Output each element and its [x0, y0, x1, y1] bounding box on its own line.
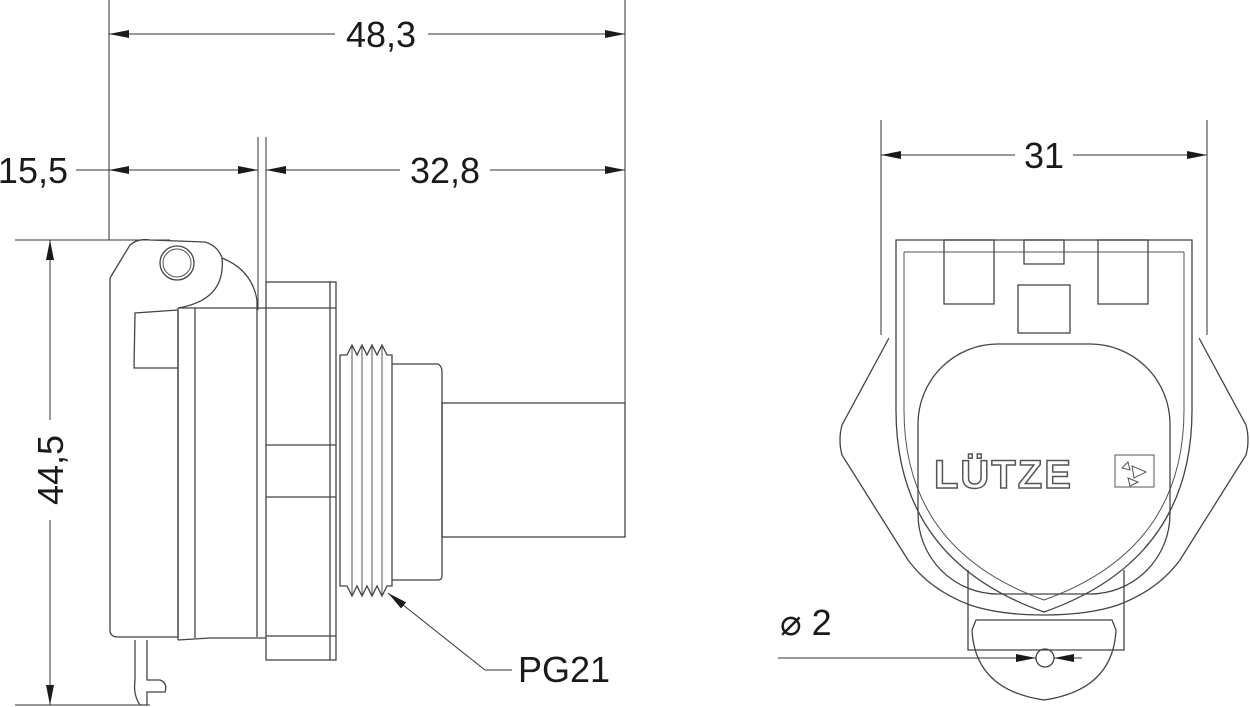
dimension-label-44-5: 44,5 [30, 435, 71, 505]
dimension-width: 31 [881, 135, 1207, 176]
dimension-overall-length: 48,3 [109, 14, 625, 55]
mounting-hole [1035, 648, 1055, 668]
logo-text: LÜTZE [934, 452, 1073, 497]
connector-front-body: LÜTZE [839, 239, 1249, 701]
dimension-front-depth: 15,5 [0, 150, 258, 191]
thread-callout: PG21 [387, 592, 610, 690]
logo-mark-icon [1114, 454, 1155, 488]
dimension-rear-depth: 32,8 [266, 150, 625, 191]
dimension-label-diameter-2: ⌀ 2 [780, 602, 832, 643]
brand-logo: LÜTZE [933, 451, 1155, 498]
dimension-height: 44,5 [15, 239, 170, 706]
thread-pg21 [339, 343, 393, 598]
thread-label: PG21 [518, 649, 610, 690]
dimension-label-31: 31 [1024, 135, 1064, 176]
front-view: 31 LÜTZE [778, 120, 1249, 701]
dimension-label-32-8: 32,8 [410, 150, 480, 191]
connector-side-body [109, 238, 626, 706]
dimension-hole-diameter: ⌀ 2 [778, 602, 1082, 662]
dimension-label-48-3: 48,3 [346, 14, 416, 55]
dimension-label-15-5: 15,5 [0, 150, 68, 191]
side-view: 48,3 15,5 32,8 44,5 [0, 0, 626, 706]
